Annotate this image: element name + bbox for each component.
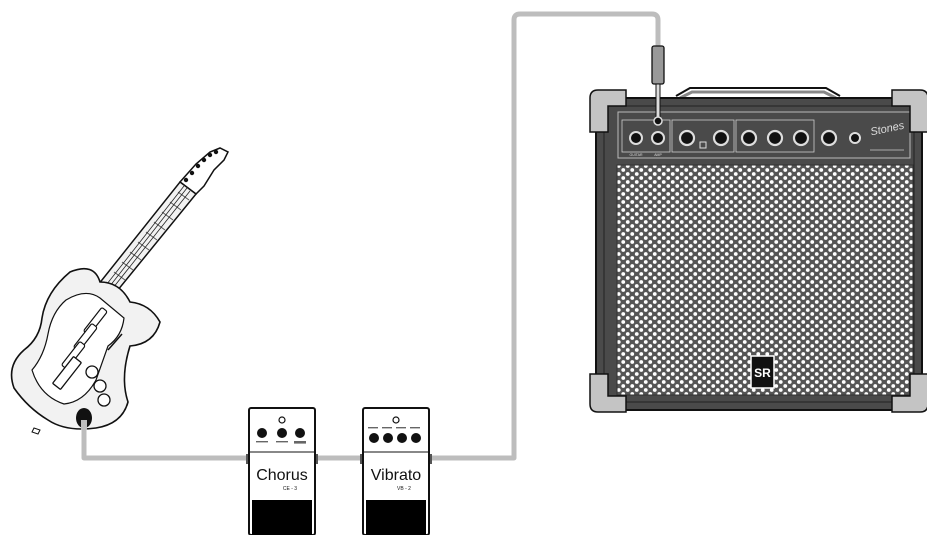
amp-logo-letters: SR bbox=[754, 366, 771, 380]
vibrato-name-label: Vibrato bbox=[371, 467, 422, 484]
amplifier-icon: GUITAR AMP Stones SR bbox=[589, 45, 927, 413]
chorus-name-label: Chorus bbox=[256, 467, 308, 484]
vibrato-pedal-icon: Vibrato VB - 2 bbox=[360, 407, 432, 536]
amp-panel-label-amp: AMP bbox=[654, 153, 662, 157]
amp-switch bbox=[699, 141, 707, 149]
cable-guitar-to-chorus bbox=[81, 428, 248, 461]
amp-panel-label-guitar: GUITAR bbox=[630, 153, 643, 157]
amp-logo: SR bbox=[750, 355, 775, 389]
chorus-footswitch bbox=[252, 500, 312, 535]
chorus-model-label: CE - 3 bbox=[283, 486, 297, 492]
amp-jack-amp bbox=[651, 131, 665, 145]
amp-knobs bbox=[678, 129, 838, 147]
amp-corners bbox=[589, 89, 927, 413]
cable-vibrato-to-amp bbox=[430, 11, 661, 461]
vibrato-model-label: VB - 2 bbox=[397, 486, 411, 492]
vibrato-footswitch bbox=[366, 500, 426, 535]
amp-jack-headphones bbox=[849, 132, 861, 144]
amp-input-plug bbox=[651, 45, 665, 126]
amp-control-panel: GUITAR AMP Stones bbox=[617, 111, 911, 159]
chorus-pedal-icon: Chorus CE - 3 bbox=[246, 407, 318, 536]
guitar-icon bbox=[10, 147, 230, 435]
amp-jack-guitar bbox=[629, 131, 643, 145]
